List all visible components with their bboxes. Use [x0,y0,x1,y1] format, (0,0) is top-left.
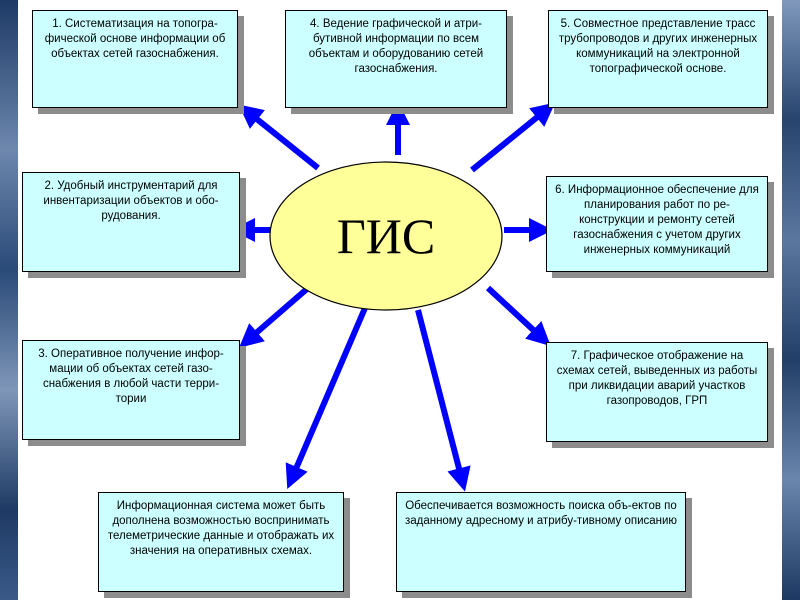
box-telemetry-text: Информационная система может быть дополн… [107,500,335,557]
box-3-operational-info: 3. Оперативное получение инфор-мации об … [22,340,240,440]
box-5-text: 5. Совместное представление трасс трубоп… [558,18,758,75]
center-ellipse [269,161,503,311]
box-6-text: 6. Информационное обеспечение для планир… [555,184,759,256]
box-1-systematization: 1. Систематизация на топогра-фической ос… [32,10,238,108]
box-telemetry: Информационная система может быть дополн… [98,492,344,592]
box-2-text: 2. Удобный инструментарий для инвентариз… [43,180,219,222]
box-4-text: 4. Ведение графической и атри-бутивной и… [308,18,484,75]
arrow-to-box-9 [415,309,471,492]
arrow-to-box-1 [238,104,320,171]
box-7-text: 7. Графическое отображение на схемах сет… [556,350,758,407]
box-3-text: 3. Оперативное получение инфор-мации об … [38,348,224,405]
box-4-graphical-attributive: 4. Ведение графической и атри-бутивной и… [285,10,507,108]
box-5-joint-representation: 5. Совместное представление трасс трубоп… [548,10,768,108]
box-6-planning-support: 6. Информационное обеспечение для планир… [546,176,768,272]
arrow-to-box-3 [238,285,310,348]
arrow-to-box-5 [470,102,556,173]
arrow-to-box-8 [285,306,368,490]
box-7-emergency-display: 7. Графическое отображение на схемах сет… [546,342,768,442]
box-search: Обеспечивается возможность поиска объ-ек… [396,492,686,592]
box-1-text: 1. Систематизация на топогра-фической ос… [44,18,226,60]
box-search-text: Обеспечивается возможность поиска объ-ек… [404,500,678,527]
arrow-to-box-7 [485,285,551,347]
box-2-inventory-tools: 2. Удобный инструментарий для инвентариз… [22,172,240,272]
